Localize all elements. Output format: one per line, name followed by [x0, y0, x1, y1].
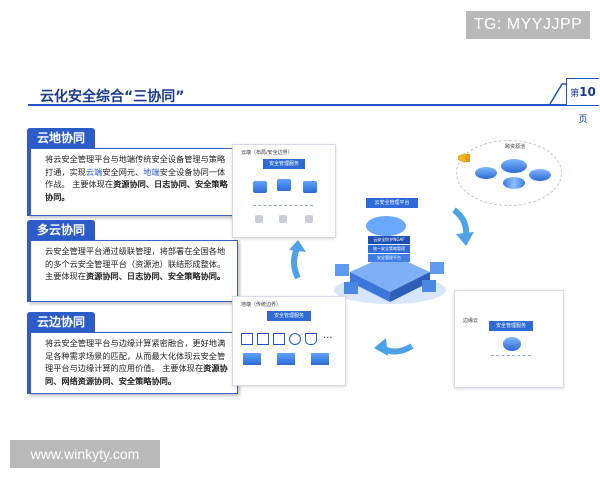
watermark-top: TG: MYYJJPP [466, 11, 590, 39]
server-cluster-icon [243, 353, 261, 365]
cloud-icon [501, 159, 527, 173]
diagram-panel-edge: 边缘云 安全管理服务 [454, 290, 564, 388]
section2-text: 云安全管理平台通过级联管理，将部署在全国各地的多个云安全管理平台（资源池）联结形… [45, 246, 226, 281]
section2-bold: 资源协同、日志协同、安全策略协同。 [85, 271, 226, 281]
section1-text-a: 将云安全管理平台与地端传统安全设备管理与策略打通，实现 [45, 154, 226, 177]
diagram-panel-ground: 地端（传统边界） 安全管理服务 ··· [232, 296, 346, 386]
diagram-panel-cloud: 云端（布局/安全边界） 安全管理服务 [232, 144, 336, 238]
section1-highlight-cloud: 云端 [85, 166, 103, 177]
gear-icon [289, 333, 301, 345]
database-icon [503, 177, 525, 189]
more-indicator: ··· [323, 333, 333, 344]
page-prefix: 第 [570, 89, 580, 99]
panel-cloud-service-bar: 安全管理服务 [263, 159, 305, 169]
connector-line [491, 355, 531, 360]
section-body-multi-cloud: 云安全管理平台通过级联管理，将部署在全国各地的多个云安全管理平台（资源池）联结形… [27, 240, 238, 302]
server-cluster-icon [311, 353, 329, 365]
arrow-left-icon [374, 338, 414, 356]
panel-ground-service-bar: 安全管理服务 [267, 311, 311, 321]
server-rack-icon [273, 333, 285, 345]
header-corner-decoration [549, 83, 567, 105]
arrow-up-icon [289, 240, 306, 280]
cloud-icon [475, 167, 497, 179]
panel-ground-caption: 地端（传统边界） [241, 302, 282, 308]
connector-line [253, 205, 313, 210]
shield-icon [305, 333, 317, 345]
section-body-cloud-edge: 将云安全管理平台与边缘计算紧密融合，更好地满足各种需求场景的匹配，从而最大化体现… [27, 332, 238, 394]
cloud-platform-illustration [334, 216, 446, 304]
diagram-cross-pool-oval: 跨资源池 [456, 140, 562, 206]
server-icon [253, 181, 267, 193]
center-row-policy: 统一安全策略管理 [368, 245, 410, 253]
cross-pool-caption: 跨资源池 [505, 144, 526, 150]
page-number: 10 [579, 85, 596, 99]
page-suffix: 页 [578, 115, 588, 125]
device-icon [279, 215, 287, 223]
device-icon [305, 215, 313, 223]
arrow-down-icon [452, 207, 474, 246]
watermark-bottom: www.winkyty.com [10, 440, 160, 468]
server-icon [277, 179, 291, 191]
server-icon [303, 181, 317, 193]
section-tab-cloud-edge: 云边协同 [27, 312, 96, 332]
center-row-ngaf: 云安全防护NGAF [368, 236, 410, 244]
page-number-box: 第10 页 [566, 78, 599, 125]
center-platform-rows: 云安全防护NGAF 统一安全策略管理 安全管理平台 [368, 236, 410, 262]
section1-highlight-ground: 地端 [143, 166, 160, 177]
megaphone-icon [458, 153, 470, 163]
section1-text-c: 安全设备协同一体作战。 主要体现在 [45, 166, 226, 190]
switch-icon [257, 333, 269, 345]
cloud-server-icon [503, 337, 521, 351]
section-body-cloud-ground: 将云安全管理平台与地端传统安全设备管理与策略打通，实现云端安全网元、地端安全设备… [27, 148, 238, 216]
section3-text: 将云安全管理平台与边缘计算紧密融合，更好地满足各种需求场景的匹配，从而最大化体现… [45, 338, 226, 373]
panel-cloud-caption: 云端（布局/安全边界） [241, 150, 293, 156]
section3-bold: 资源协同、网络资源协同、安全策略协同。 [45, 363, 228, 386]
section-tab-multi-cloud: 多云协同 [27, 220, 96, 240]
section1-bold: 资源协同、日志协同、安全策略协同。 [45, 179, 228, 202]
page-title: 云化安全综合“三协同” [40, 89, 185, 105]
section-tab-cloud-ground: 云地协同 [27, 128, 96, 148]
firewall-icon [241, 333, 253, 345]
panel-edge-service-bar: 安全管理服务 [489, 321, 533, 331]
section1-text-b: 安全网元、 [102, 166, 144, 177]
server-cluster-icon [277, 353, 295, 365]
title-underline [28, 104, 568, 106]
center-row-platform: 安全管理平台 [368, 254, 410, 262]
device-icon [255, 215, 263, 223]
cloud-icon [529, 169, 551, 181]
center-platform-title: 云安全管理平台 [366, 198, 418, 208]
panel-edge-caption: 边缘云 [463, 318, 479, 324]
